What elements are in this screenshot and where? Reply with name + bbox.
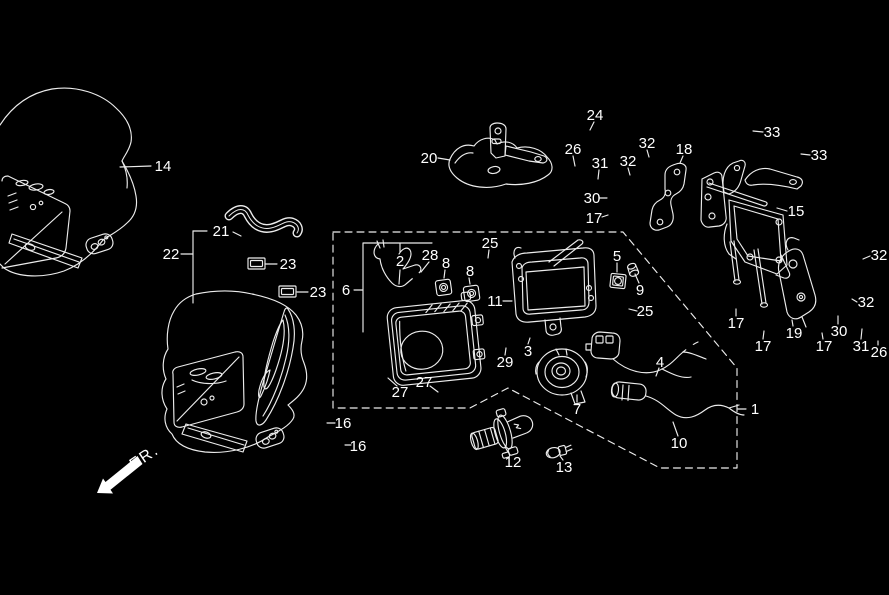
callout-25: 25 bbox=[637, 303, 654, 320]
label-6-bracket bbox=[354, 243, 432, 332]
callout-23: 23 bbox=[280, 256, 297, 273]
part-20-mount-plate bbox=[449, 123, 552, 187]
callout-14: 14 bbox=[155, 158, 172, 175]
callout-29: 29 bbox=[497, 354, 514, 371]
callout-32: 32 bbox=[620, 153, 637, 170]
callout-17: 17 bbox=[728, 315, 745, 332]
callout-16: 16 bbox=[350, 438, 367, 455]
part-32-bolt bbox=[845, 249, 872, 271]
callout-7: 7 bbox=[573, 401, 581, 418]
part-9-bushing bbox=[626, 262, 639, 277]
part-30-nut bbox=[832, 303, 844, 315]
callout-3: 3 bbox=[524, 343, 532, 360]
part-14-upper-cowl bbox=[0, 88, 137, 276]
part-2-wire-clip bbox=[374, 240, 421, 287]
part-33-bolt bbox=[739, 122, 753, 149]
part-16-grommet bbox=[304, 432, 346, 464]
callout-32: 32 bbox=[871, 247, 888, 264]
callout-33: 33 bbox=[764, 124, 781, 141]
part-10-socket-wire bbox=[611, 381, 756, 417]
callout-6: 6 bbox=[342, 282, 350, 299]
part-23-clip bbox=[248, 258, 265, 269]
callout-19: 19 bbox=[786, 325, 803, 342]
callout-25: 25 bbox=[482, 235, 499, 252]
part-7-socket-cover bbox=[536, 349, 588, 404]
part-18-bracket bbox=[650, 163, 686, 230]
callout-8: 8 bbox=[442, 255, 450, 272]
callout-32: 32 bbox=[639, 135, 656, 152]
callout-17: 17 bbox=[755, 338, 772, 355]
callout-11: 11 bbox=[487, 293, 503, 310]
callout-26: 26 bbox=[871, 344, 888, 361]
part-19-stay bbox=[778, 238, 815, 327]
callout-24: 24 bbox=[587, 107, 604, 124]
callout-20: 20 bbox=[421, 150, 438, 167]
callout-8: 8 bbox=[466, 263, 474, 280]
callout-26: 26 bbox=[565, 141, 582, 158]
part-15-headlight-stay bbox=[701, 160, 802, 307]
leader-lines bbox=[120, 122, 878, 460]
callout-1: 1 bbox=[751, 401, 759, 418]
part-17-collar bbox=[606, 208, 622, 224]
callout-9: 9 bbox=[636, 282, 644, 299]
part-8-mount-rubber bbox=[435, 279, 452, 296]
part-31-washer bbox=[857, 317, 867, 327]
callout-31: 31 bbox=[592, 155, 609, 172]
kit-1-boundary bbox=[333, 232, 737, 468]
part-12-headlight-bulb bbox=[465, 402, 540, 466]
part-29-washer bbox=[501, 337, 511, 347]
callout-17: 17 bbox=[816, 338, 833, 355]
part-23-clip bbox=[279, 286, 296, 297]
part-17-rubber-cap bbox=[728, 290, 747, 309]
callout-23: 23 bbox=[310, 284, 327, 301]
part-17-rubber-cap bbox=[755, 312, 774, 331]
part-21-trim bbox=[229, 210, 298, 234]
part-13-position-bulb bbox=[545, 443, 573, 459]
part-16-grommet bbox=[285, 413, 327, 445]
callout-10: 10 bbox=[671, 435, 688, 452]
part-3-screw bbox=[518, 321, 539, 340]
part-4-harness bbox=[586, 332, 718, 380]
callout-30: 30 bbox=[831, 323, 848, 340]
callout-27: 27 bbox=[416, 374, 433, 391]
part-22-lower-cowl bbox=[162, 291, 307, 452]
callout-15: 15 bbox=[788, 203, 805, 220]
callout-21: 21 bbox=[213, 223, 230, 240]
part-33-bolt bbox=[786, 145, 801, 172]
part-31-nut bbox=[592, 179, 602, 189]
callout-4: 4 bbox=[656, 354, 664, 371]
part-32-bolt bbox=[624, 172, 650, 196]
callout-22: 22 bbox=[163, 246, 180, 263]
part-26-bolt bbox=[563, 161, 589, 184]
part-25-screw bbox=[482, 256, 504, 274]
part-26-bolt bbox=[868, 321, 889, 343]
part-32-bolt bbox=[641, 153, 667, 177]
headlight-lens-unit bbox=[385, 291, 488, 386]
part-5-square-nut bbox=[610, 273, 626, 288]
fr-arrow-icon bbox=[97, 456, 143, 494]
callout-13: 13 bbox=[556, 459, 573, 476]
callout-30: 30 bbox=[584, 190, 601, 207]
callout-12: 12 bbox=[505, 454, 522, 471]
callout-27: 27 bbox=[392, 384, 409, 401]
callout-17: 17 bbox=[586, 210, 603, 227]
callout-2: 2 bbox=[396, 253, 404, 270]
callout-31: 31 bbox=[853, 338, 870, 355]
callout-5: 5 bbox=[613, 248, 621, 265]
part-30-nut bbox=[608, 193, 618, 203]
callout-33: 33 bbox=[811, 147, 828, 164]
callout-16: 16 bbox=[335, 415, 352, 432]
callout-18: 18 bbox=[676, 141, 693, 158]
part-11-headlight-case bbox=[512, 240, 596, 335]
part-8-mount-rubber bbox=[463, 285, 480, 302]
callout-32: 32 bbox=[858, 294, 875, 311]
part-25-screw bbox=[606, 296, 628, 313]
fr-label: FR. bbox=[127, 441, 163, 473]
part-24-bolt bbox=[580, 125, 606, 149]
callout-28: 28 bbox=[422, 247, 439, 264]
part-32-bolt bbox=[853, 273, 879, 296]
front-direction-marker: FR. bbox=[97, 441, 163, 494]
